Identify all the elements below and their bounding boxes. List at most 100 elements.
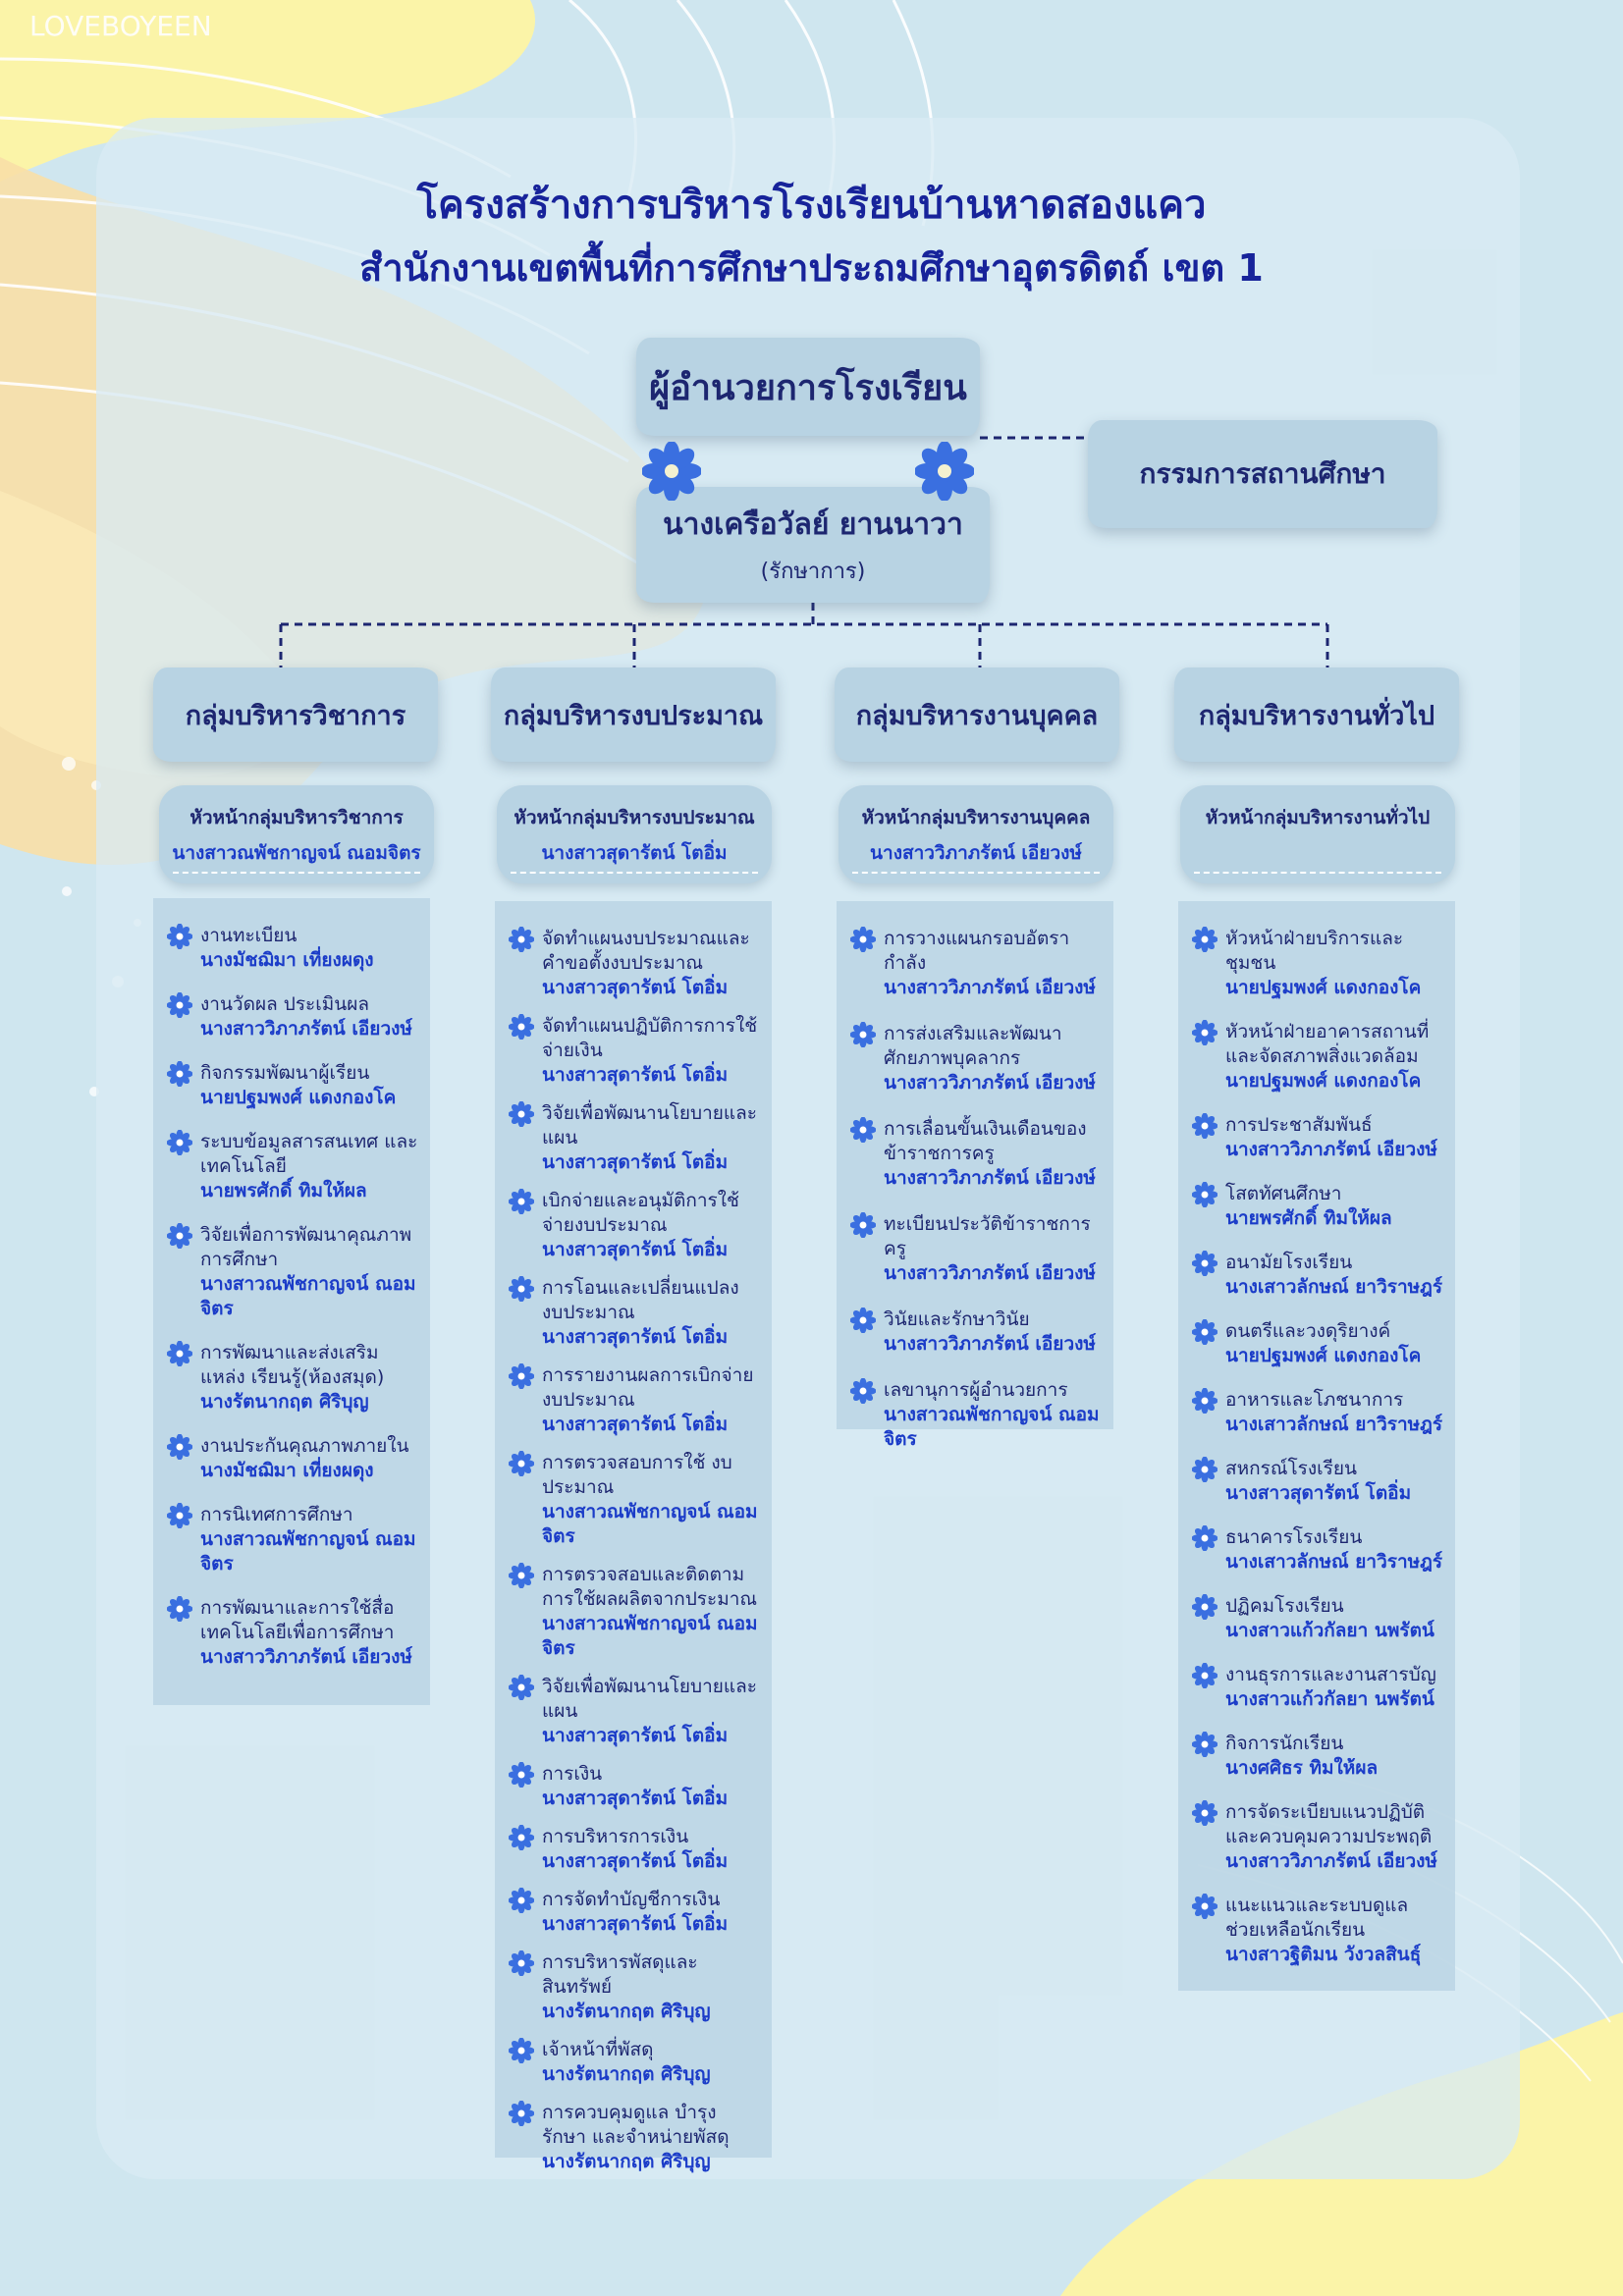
task-column-personnel: การวางแผนกรอบอัตรากำลังนางสาววิภาภรัตน์ …: [837, 901, 1113, 1450]
task-person: นางสาวสุดารัตน์ โตอิ่ม: [542, 1064, 729, 1086]
flower-icon: [1191, 1019, 1218, 1046]
flower-icon: [1191, 1250, 1218, 1277]
flower-icon: [508, 1824, 535, 1851]
task-name: หัวหน้าฝ่ายอาคารสถานที่ และจัดสภาพสิ่งแว…: [1225, 1021, 1430, 1067]
task-person: นางสาวสุดารัตน์ โตอิ่ม: [542, 1326, 729, 1348]
task-person: นายพรศักดิ์ ทิมให้ผล: [200, 1180, 367, 1201]
task-name: การบริหารพัสดุและสินทรัพย์: [542, 1951, 698, 1998]
task-item: งานทะเบียนนางมัชฌิมา เที่ยงผดุง: [166, 923, 418, 973]
task-name: วิจัยเพื่อการพัฒนาคุณภาพ การศึกษา: [200, 1224, 412, 1270]
task-item: การรายงานผลการเบิกจ่าย งบประมาณนางสาวสุด…: [508, 1362, 760, 1437]
group-budget: กลุ่มบริหารงบประมาณ: [491, 667, 776, 762]
task-name: วิจัยเพื่อพัฒนานโยบายและแผน: [542, 1102, 757, 1148]
flower-icon: [1191, 1799, 1218, 1827]
task-item: การตรวจสอบและติดตาม การใช้ผลผลิตจากประมา…: [508, 1562, 760, 1661]
task-person: นายปฐมพงศ์ แดงกองโค: [1225, 977, 1422, 998]
task-item: การจัดระเบียบแนวปฏิบัติ และควบคุมความประ…: [1191, 1799, 1443, 1874]
task-name: เบิกจ่ายและอนุมัติการใช้ จ่ายงบประมาณ: [542, 1190, 739, 1236]
task-name: ปฏิคมโรงเรียน: [1225, 1595, 1344, 1617]
task-item: กิจกรรมพัฒนาผู้เรียนนายปฐมพงศ์ แดงกองโค: [166, 1060, 418, 1110]
task-item: การบริหารพัสดุและสินทรัพย์นางรัตนากฤต ศิ…: [508, 1949, 760, 2024]
task-name: การพัฒนาและส่งเสริมแหล่ง เรียนรู้(ห้องสม…: [200, 1342, 385, 1388]
task-name: เลขานุการผู้อำนวยการ: [884, 1379, 1068, 1401]
task-person: นายปฐมพงศ์ แดงกองโค: [1225, 1345, 1422, 1366]
task-person: นางสาวสุดารัตน์ โตอิ่ม: [542, 1239, 729, 1260]
chief-general: หัวหน้ากลุ่มบริหารงานทั่วไป: [1180, 785, 1455, 883]
task-person: นางสาวสุดารัตน์ โตอิ่ม: [1225, 1482, 1412, 1504]
task-item: สหกรณ์โรงเรียนนางสาวสุดารัตน์ โตอิ่ม: [1191, 1456, 1443, 1506]
task-name: การนิเทศการศึกษา: [200, 1504, 353, 1525]
chief-name: นางสาวสุดารัตน์ โตอิ่ม: [541, 842, 728, 864]
task-column-academic: งานทะเบียนนางมัชฌิมา เที่ยงผดุงงานวัดผล …: [153, 898, 430, 1705]
task-person: นางสาวณพัชกาญจน์ ณอมจิตร: [200, 1273, 416, 1319]
flower-icon: [849, 1211, 877, 1239]
page-subtitle: สำนักงานเขตพื้นที่การศึกษาประถมศึกษาอุตร…: [359, 246, 1264, 290]
chief-personnel: หัวหน้ากลุ่มบริหารงานบุคคล นางสาววิภาภรั…: [839, 785, 1113, 883]
chief-title: หัวหน้ากลุ่มบริหารงานทั่วไป: [1205, 807, 1431, 828]
flower-icon: [166, 1502, 193, 1529]
task-item: โสตทัศนศึกษานายพรศักดิ์ ทิมให้ผล: [1191, 1181, 1443, 1231]
task-person: นางสาวณพัชกาญจน์ ณอมจิตร: [542, 1613, 758, 1659]
task-person: นางสาววิภาภรัตน์ เอียวงษ์: [1225, 1850, 1437, 1872]
task-column-general: หัวหน้าฝ่ายบริการและชุมชนนายปฐมพงศ์ แดงก…: [1178, 901, 1455, 1991]
chief-academic: หัวหน้ากลุ่มบริหารวิชาการ นางสาวณพัชกาญจ…: [159, 785, 434, 883]
group-general: กลุ่มบริหารงานทั่วไป: [1174, 667, 1459, 762]
flower-icon: [508, 1887, 535, 1914]
flower-icon: [508, 2037, 535, 2064]
task-person: นางสาววิภาภรัตน์ เอียวงษ์: [200, 1646, 412, 1668]
task-person: นางสาวสุดารัตน์ โตอิ่ม: [542, 1850, 729, 1872]
task-person: นางเสาวลักษณ์ ยาวิราษฎร์: [1225, 1414, 1443, 1435]
task-person: นางมัชฌิมา เที่ยงผดุง: [200, 949, 374, 971]
task-name: จัดทำแผนงบประมาณและ คำขอตั้งงบประมาณ: [542, 928, 750, 974]
flower-icon: [915, 442, 974, 501]
task-name: วินัยและรักษาวินัย: [884, 1308, 1030, 1330]
flower-icon: [508, 2100, 535, 2127]
task-name: การวางแผนกรอบอัตรากำลัง: [884, 928, 1070, 974]
task-item: การควบคุมดูแล บำรุงรักษา และจำหน่ายพัสดุ…: [508, 2100, 760, 2174]
flower-icon: [508, 1362, 535, 1390]
task-name: การตรวจสอบการใช้ งบประมาณ: [542, 1452, 732, 1498]
task-item: ปฏิคมโรงเรียนนางสาวแก้วกัลยา นพรัตน์: [1191, 1593, 1443, 1643]
director-name-box: นางเครือวัลย์ ยานนาวา (รักษาการ): [636, 487, 990, 603]
watermark: LOVEBOYEEN: [29, 10, 212, 42]
page-title: โครงสร้างการบริหารโรงเรียนบ้านหาดสองแคว: [416, 183, 1207, 228]
task-name: วิจัยเพื่อพัฒนานโยบายและแผน: [542, 1676, 757, 1722]
task-name: การเงิน: [542, 1763, 603, 1785]
task-item: การพัฒนาและการใช้สื่อ เทคโนโลยีเพื่อการศ…: [166, 1595, 418, 1670]
task-item: งานธุรการและงานสารบัญนางสาวแก้วกัลยา นพร…: [1191, 1662, 1443, 1712]
task-person: นางสาวณพัชกาญจน์ ณอมจิตร: [542, 1501, 758, 1547]
task-person: นายปฐมพงศ์ แดงกองโค: [1225, 1070, 1422, 1092]
task-person: นางสาวณพัชกาญจน์ ณอมจิตร: [884, 1404, 1100, 1450]
task-item: งานวัดผล ประเมินผลนางสาววิภาภรัตน์ เอียว…: [166, 991, 418, 1041]
group-personnel: กลุ่มบริหารงานบุคคล: [835, 667, 1119, 762]
task-item: การนิเทศการศึกษานางสาวณพัชกาญจน์ ณอมจิตร: [166, 1502, 418, 1576]
task-item: ระบบข้อมูลสารสนเทศ และเทคโนโลยีนายพรศักด…: [166, 1129, 418, 1203]
task-person: นางสาวสุดารัตน์ โตอิ่ม: [542, 977, 729, 998]
task-name: การจัดระเบียบแนวปฏิบัติ และควบคุมความประ…: [1225, 1801, 1433, 1847]
task-name: ธนาคารโรงเรียน: [1225, 1526, 1363, 1548]
task-item: การโอนและเปลี่ยนแปลง งบประมาณนางสาวสุดาร…: [508, 1275, 760, 1350]
flower-icon: [642, 442, 701, 501]
group-academic: กลุ่มบริหารวิชาการ: [153, 667, 438, 762]
task-person: นางสาวณพัชกาญจน์ ณอมจิตร: [200, 1528, 416, 1575]
flower-icon: [166, 923, 193, 950]
task-item: งานประกันคุณภาพภายในนางมัชฌิมา เที่ยงผดุ…: [166, 1433, 418, 1483]
task-person: นางสาววิภาภรัตน์ เอียวงษ์: [200, 1018, 412, 1040]
task-item: หัวหน้าฝ่ายอาคารสถานที่ และจัดสภาพสิ่งแว…: [1191, 1019, 1443, 1094]
flower-icon: [1191, 1893, 1218, 1920]
task-person: นางรัตนากฤต ศิริบุญ: [200, 1391, 369, 1413]
task-person: นายพรศักดิ์ ทิมให้ผล: [1225, 1207, 1392, 1229]
task-item: เบิกจ่ายและอนุมัติการใช้ จ่ายงบประมาณนาง…: [508, 1188, 760, 1262]
flower-icon: [508, 1100, 535, 1128]
director-title-box: ผู้อำนวยการโรงเรียน: [636, 338, 980, 436]
flower-icon: [508, 1674, 535, 1701]
task-item: อาหารและโภชนาการนางเสาวลักษณ์ ยาวิราษฎร์: [1191, 1387, 1443, 1437]
flower-icon: [508, 1949, 535, 1977]
task-person: นางรัตนากฤต ศิริบุญ: [542, 2063, 711, 2085]
task-person: นางสาวสุดารัตน์ โตอิ่ม: [542, 1725, 729, 1746]
task-name: หัวหน้าฝ่ายบริการและชุมชน: [1225, 928, 1404, 974]
task-name: แนะแนวและระบบดูแล ช่วยเหลือนักเรียน: [1225, 1895, 1409, 1941]
task-item: การตรวจสอบการใช้ งบประมาณนางสาวณพัชกาญจน…: [508, 1450, 760, 1549]
task-item: การส่งเสริมและพัฒนา ศักยภาพบุคลากรนางสาว…: [849, 1021, 1102, 1095]
task-name: กิจกรรมพัฒนาผู้เรียน: [200, 1062, 370, 1084]
